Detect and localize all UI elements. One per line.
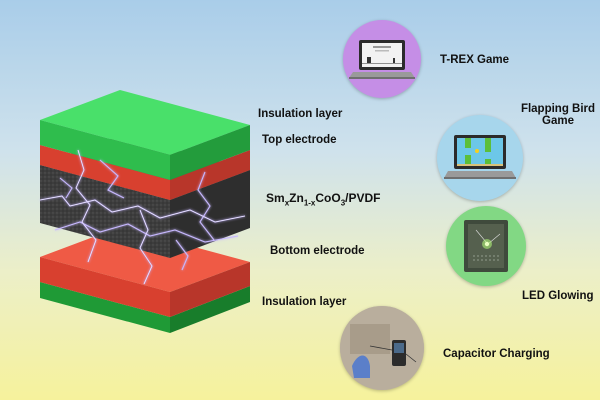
formula-sub-1-x: 1-x [303,198,316,208]
laptop-trex-icon [349,40,415,79]
formula-pvdf: /PVDF [345,191,381,205]
formula-zn: Zn [289,191,304,205]
label-insulation-top: Insulation layer [258,108,343,120]
top-electrode-layer [40,145,250,200]
label-top-electrode: Top electrode [262,134,337,146]
label-insulation-bottom: Insulation layer [262,296,347,308]
laptop-flappy-icon [444,135,516,179]
bottom-insulation-layer [40,282,250,333]
capacitor-setup-icon [340,306,424,390]
formula-coo: CoO [315,191,341,205]
label-bottom-electrode: Bottom electrode [270,245,365,257]
app-capacitor-charging-circle [340,306,424,390]
bottom-electrode-layer [40,227,250,317]
app-label-capacitor: Capacitor Charging [443,348,550,360]
app-flapping-bird-circle [437,115,523,201]
discharge-sparks-core [39,149,246,285]
app-label-trex: T-REX Game [440,54,510,66]
label-active-material: SmxZn1-xCoO3/PVDF [266,191,381,207]
formula-sm: Sm [266,191,285,205]
app-label-led: LED Glowing [522,290,594,302]
app-label-flapping-bird-line1: Flapping Bird [520,103,596,115]
app-label-flapping-bird: Flapping Bird Game [518,103,598,127]
app-led-glowing-circle [446,206,526,286]
formula-sub-3: 3 [340,198,346,208]
top-insulation-layer [40,90,250,180]
formula-sub-x: x [284,198,290,208]
app-trex-game-circle [343,20,421,98]
led-board-icon [464,220,508,272]
app-label-flapping-bird-line2: Game [542,115,574,127]
